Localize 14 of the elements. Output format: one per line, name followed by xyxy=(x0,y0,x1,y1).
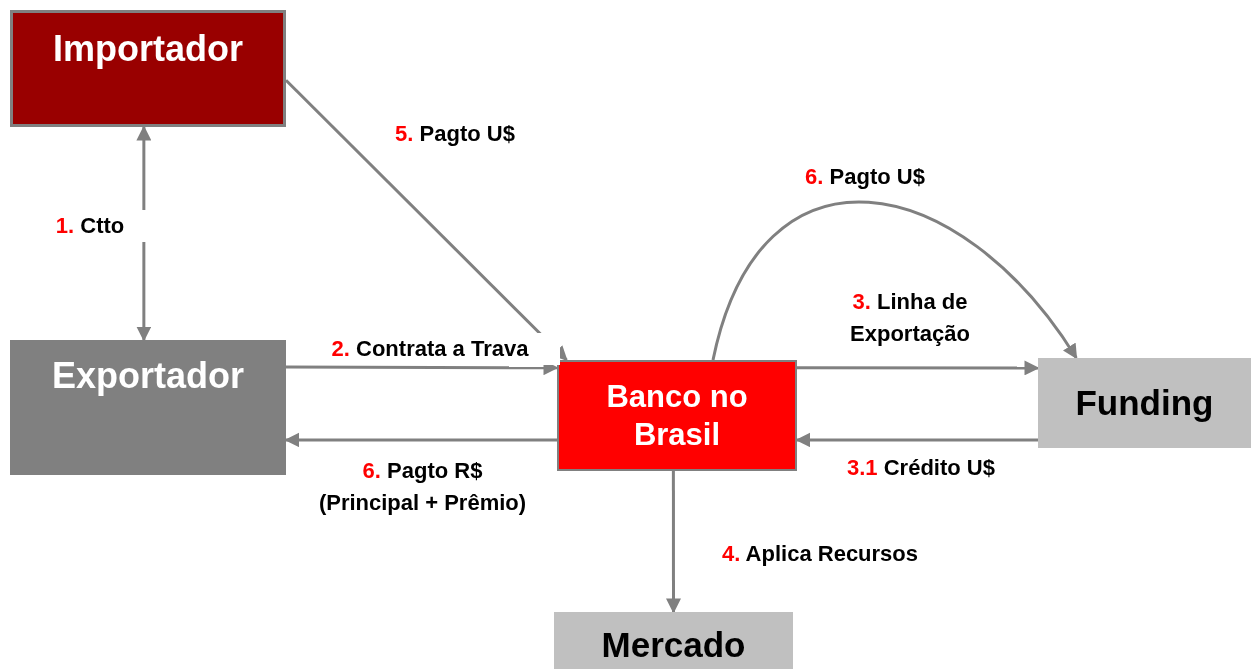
node-label: Funding xyxy=(1074,382,1215,424)
arrow xyxy=(666,471,681,614)
arrow xyxy=(711,200,1078,361)
entity-box xyxy=(10,340,286,475)
entity-box xyxy=(1038,358,1251,448)
entity-box xyxy=(10,10,286,127)
node-label: Importador xyxy=(52,27,244,71)
node-label: Exportador xyxy=(51,354,245,398)
entity-box xyxy=(554,612,793,669)
arrow xyxy=(284,79,568,362)
node-label: Mercado xyxy=(600,624,747,666)
arrow xyxy=(797,360,1040,376)
bank-box xyxy=(557,360,797,471)
node-label: Banco no Brasil xyxy=(605,378,749,453)
